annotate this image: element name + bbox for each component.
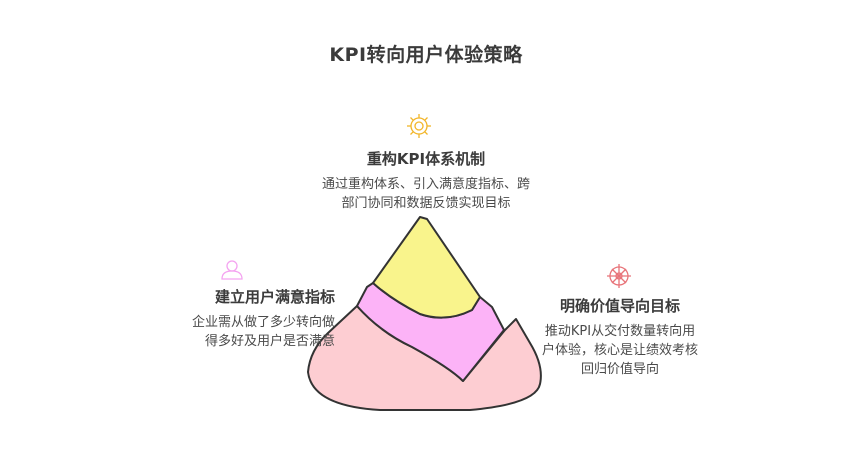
level-top-heading: 重构KPI体系机制 (366, 150, 486, 168)
level-bottom-text: 明确价值导向目标 推动KPI从交付数量转向用 户体验，核心是让绩效考核 回归价值… (525, 296, 715, 379)
page-title: KPI转向用户体验策略 (329, 44, 523, 66)
pyramid-layer-top (372, 216, 481, 319)
description-line: 得多好及用户是否满意 (204, 334, 335, 349)
gear-icon (407, 114, 431, 138)
level-top-text: 重构KPI体系机制 通过重构体系、引入满意度指标、跨 部门协同和数据反馈实现目标 (300, 149, 552, 213)
compass-icon (607, 264, 631, 288)
level-middle-text: 建立用户满意指标 企业需从做了多少转向做 得多好及用户是否满意 (140, 287, 335, 351)
level-bottom-description: 推动KPI从交付数量转向用 户体验，核心是让绩效考核 回归价值导向 (525, 322, 715, 379)
description-line: 企业需从做了多少转向做 (191, 315, 335, 330)
level-top-description: 通过重构体系、引入满意度指标、跨 部门协同和数据反馈实现目标 (300, 175, 552, 213)
level-middle-heading: 建立用户满意指标 (214, 288, 335, 306)
level-middle-description: 企业需从做了多少转向做 得多好及用户是否满意 (140, 313, 335, 351)
description-line: 通过重构体系、引入满意度指标、跨 (321, 177, 530, 192)
description-line: 户体验，核心是让绩效考核 (541, 343, 698, 358)
level-bottom-heading: 明确价值导向目标 (559, 297, 680, 315)
description-line: 部门协同和数据反馈实现目标 (341, 196, 511, 211)
description-line: 推动KPI从交付数量转向用 (544, 324, 696, 339)
user-icon (221, 260, 243, 280)
description-line: 回归价值导向 (580, 362, 659, 377)
